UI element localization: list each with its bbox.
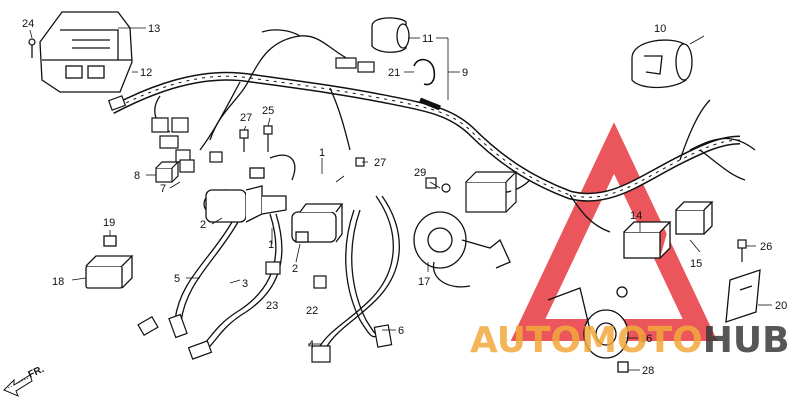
label-1b: 1 <box>268 239 274 251</box>
label-3: 3 <box>242 278 248 290</box>
label-22: 22 <box>306 305 318 317</box>
ignition-coil-left <box>203 167 287 223</box>
fuse-box-assembly <box>31 11 133 93</box>
label-27b: 27 <box>374 157 386 169</box>
watermark-moto: MOTO <box>581 320 703 361</box>
condenser-11 <box>371 17 410 53</box>
spark-plug-caps <box>137 313 393 363</box>
direction-label: FR. <box>27 364 46 381</box>
label-18: 18 <box>52 276 64 288</box>
watermark-auto: AUTO <box>470 320 581 361</box>
label-28: 28 <box>642 365 654 377</box>
label-19: 19 <box>103 217 115 229</box>
relay-14-15 <box>623 201 714 259</box>
label-8: 8 <box>134 170 140 182</box>
label-21: 21 <box>388 67 400 79</box>
label-26: 26 <box>760 241 772 253</box>
label-25: 25 <box>262 105 274 117</box>
label-13: 13 <box>148 23 160 35</box>
relay-7-8 <box>155 159 195 183</box>
label-16: 16 <box>640 333 652 345</box>
label-1a: 1 <box>319 147 325 159</box>
bolts <box>28 38 747 262</box>
horn-17 <box>413 211 511 288</box>
label-2a: 2 <box>200 219 206 231</box>
label-27a: 27 <box>240 112 252 124</box>
label-2b: 2 <box>292 263 298 275</box>
label-24: 24 <box>22 18 34 30</box>
rubber-boot-10 <box>631 39 693 89</box>
watermark-logo-triangle <box>510 122 718 341</box>
watermark-text: AUTOMOTOHUB <box>470 320 790 361</box>
watermark-hub: HUB <box>703 320 790 361</box>
label-4: 4 <box>308 339 314 351</box>
front-direction-arrow: FR. <box>3 364 46 397</box>
module-18-19 <box>85 235 134 289</box>
part-labels: 24 13 12 11 9 21 10 27 25 1 27 8 7 29 2 … <box>22 18 787 377</box>
ignition-coil-right <box>291 203 344 243</box>
label-6: 6 <box>398 325 404 337</box>
label-9: 9 <box>462 67 468 79</box>
main-wire-harness <box>109 29 756 233</box>
label-29: 29 <box>414 167 426 179</box>
harness-connectors-left <box>107 57 375 163</box>
label-12: 12 <box>140 67 152 79</box>
svg-text:AUTOMOTOHUB: AUTOMOTOHUB <box>470 320 790 361</box>
label-14: 14 <box>630 210 642 222</box>
label-7: 7 <box>160 183 166 195</box>
part-16-assembly <box>547 286 629 373</box>
label-23: 23 <box>266 300 278 312</box>
connectors-22-23 <box>265 261 327 289</box>
label-15: 15 <box>690 258 702 270</box>
label-5: 5 <box>174 273 180 285</box>
regulator-mount <box>425 171 518 213</box>
arrow-icon <box>3 374 33 397</box>
label-10: 10 <box>654 23 666 35</box>
label-20: 20 <box>775 300 787 312</box>
label-17: 17 <box>418 276 430 288</box>
clamp-21 <box>413 58 436 86</box>
leader-lines <box>29 27 772 371</box>
spark-plug-leads <box>174 154 400 351</box>
label-11: 11 <box>422 33 433 45</box>
bracket-20 <box>725 269 761 323</box>
